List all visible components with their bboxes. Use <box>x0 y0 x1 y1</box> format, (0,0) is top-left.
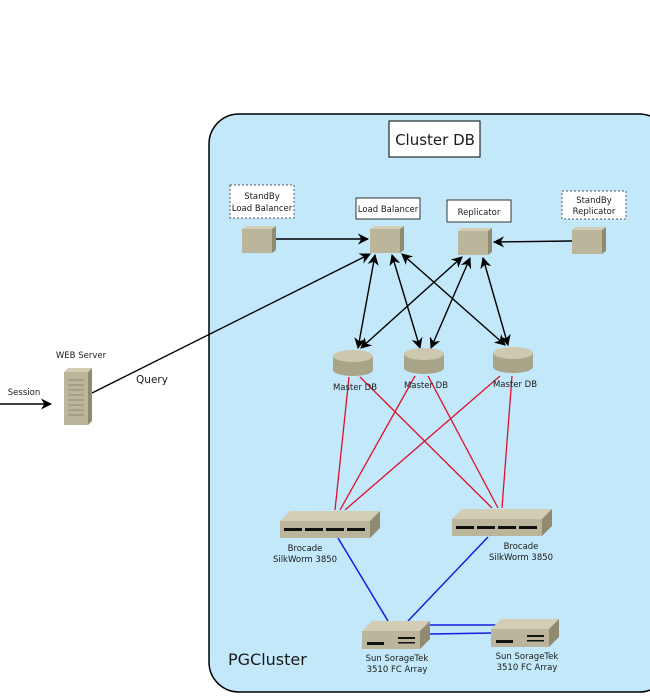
array-label: Sun SorageTek <box>496 652 559 662</box>
array-label: 3510 FC Array <box>497 663 558 673</box>
web-server-label: WEB Server <box>56 351 107 361</box>
switch-label: Brocade <box>288 544 323 554</box>
standby-lb-label-2: Load Balancer <box>232 204 293 214</box>
san-links <box>334 375 513 511</box>
master-db-node <box>493 347 533 373</box>
master-db-node <box>333 350 373 376</box>
master-db-label: Master DB <box>404 381 448 391</box>
switch-label: SilkWorm 3850 <box>489 553 553 563</box>
cluster-container <box>208 113 650 693</box>
cluster-title: Cluster DB <box>395 131 475 149</box>
cluster-title-box <box>388 120 481 158</box>
storage-links <box>337 536 499 635</box>
query-label: Query <box>136 374 168 386</box>
cluster-name: PGCluster <box>228 650 307 669</box>
replicator-label: Replicator <box>458 208 501 218</box>
standby-replicator-label-box <box>561 190 627 220</box>
array-label: 3510 FC Array <box>367 665 428 675</box>
fc-switch-node <box>452 509 552 536</box>
fc-switch-node <box>280 511 380 538</box>
switch-label: SilkWorm 3850 <box>273 555 337 565</box>
web-server-node <box>64 368 92 425</box>
standby-replicator-label-1: StandBy <box>576 196 612 206</box>
lb-label: Load Balancer <box>358 205 419 215</box>
standby-load-balancer-node <box>242 226 276 253</box>
array-label: Sun SorageTek <box>366 654 429 664</box>
master-db-node <box>404 348 444 374</box>
session-label: Session <box>8 388 40 398</box>
lb-label-box <box>355 197 421 220</box>
standby-lb-label-1: StandBy <box>244 192 280 202</box>
master-db-label: Master DB <box>333 383 377 393</box>
switch-label: Brocade <box>504 542 539 552</box>
load-balancer-node <box>370 226 404 253</box>
control-links <box>0 233 573 410</box>
standby-replicator-label-2: Replicator <box>573 207 616 217</box>
master-db-label: Master DB <box>493 380 537 390</box>
standby-lb-label-box <box>229 184 295 219</box>
standby-replicator-node <box>572 227 606 254</box>
storage-array-node <box>491 619 559 647</box>
storage-array-node <box>362 621 430 649</box>
replicator-label-box <box>446 199 512 223</box>
replicator-node <box>458 228 492 255</box>
